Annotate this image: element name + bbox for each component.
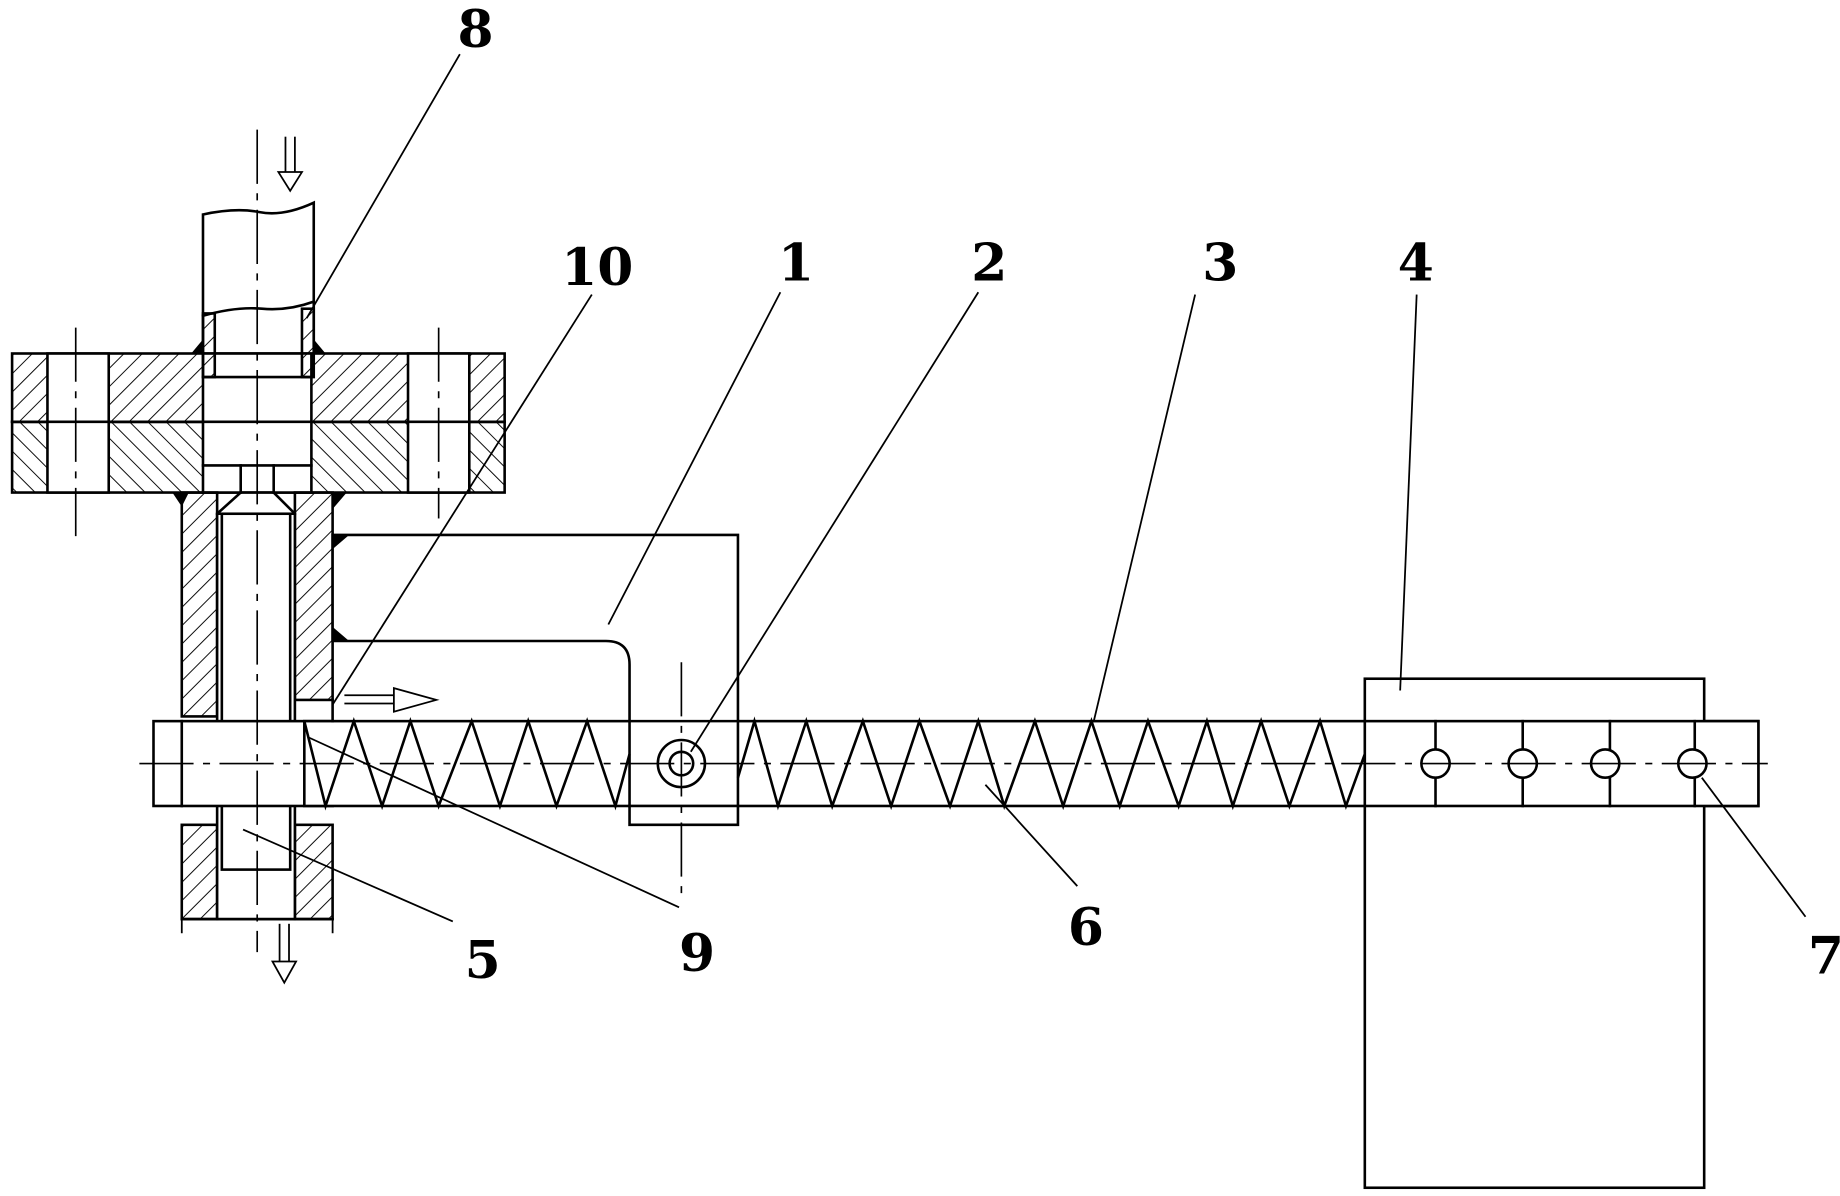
callout-labels: 8 10 1 2 3 4 5 9 6 7 <box>458 0 1840 991</box>
weld-bead-body-right <box>332 492 347 510</box>
body-lower-wall-left <box>180 823 219 921</box>
pipe-socket-wall-right <box>300 307 316 379</box>
weld-bead-right <box>313 339 326 354</box>
center-lines <box>139 129 1768 953</box>
callout-9: 9 <box>679 923 715 984</box>
callout-1: 1 <box>778 232 814 293</box>
weld-bead-bracket-bottom <box>332 626 350 642</box>
callout-2: 2 <box>971 232 1007 293</box>
inlet-pipe <box>191 200 326 379</box>
callout-8: 8 <box>458 0 494 60</box>
weld-bead-body-left <box>172 492 189 507</box>
leader-lines <box>242 53 1807 923</box>
support-bracket <box>331 533 740 827</box>
pipe-socket-wall-left <box>201 312 217 379</box>
callout-7: 7 <box>1808 925 1840 986</box>
outlet-arrow <box>271 923 298 985</box>
weld-bead-bracket-top <box>332 534 350 550</box>
inlet-arrow <box>276 136 304 193</box>
side-arrow <box>344 686 440 713</box>
valve-core <box>215 464 297 921</box>
callout-10: 10 <box>561 237 633 298</box>
callout-5: 5 <box>465 930 501 991</box>
weld-bead-left <box>191 339 203 354</box>
body-wall-right <box>293 491 334 702</box>
body-wall-left <box>180 491 219 718</box>
callout-6: 6 <box>1068 897 1104 958</box>
counterweight-block <box>1363 677 1760 1190</box>
valve-body <box>172 491 347 934</box>
core-inner-rod <box>220 512 292 871</box>
pivot-pin <box>656 662 707 903</box>
callout-4: 4 <box>1398 232 1434 293</box>
body-lower-wall-right <box>293 823 334 921</box>
callout-3: 3 <box>1202 232 1238 293</box>
flange <box>10 327 506 537</box>
